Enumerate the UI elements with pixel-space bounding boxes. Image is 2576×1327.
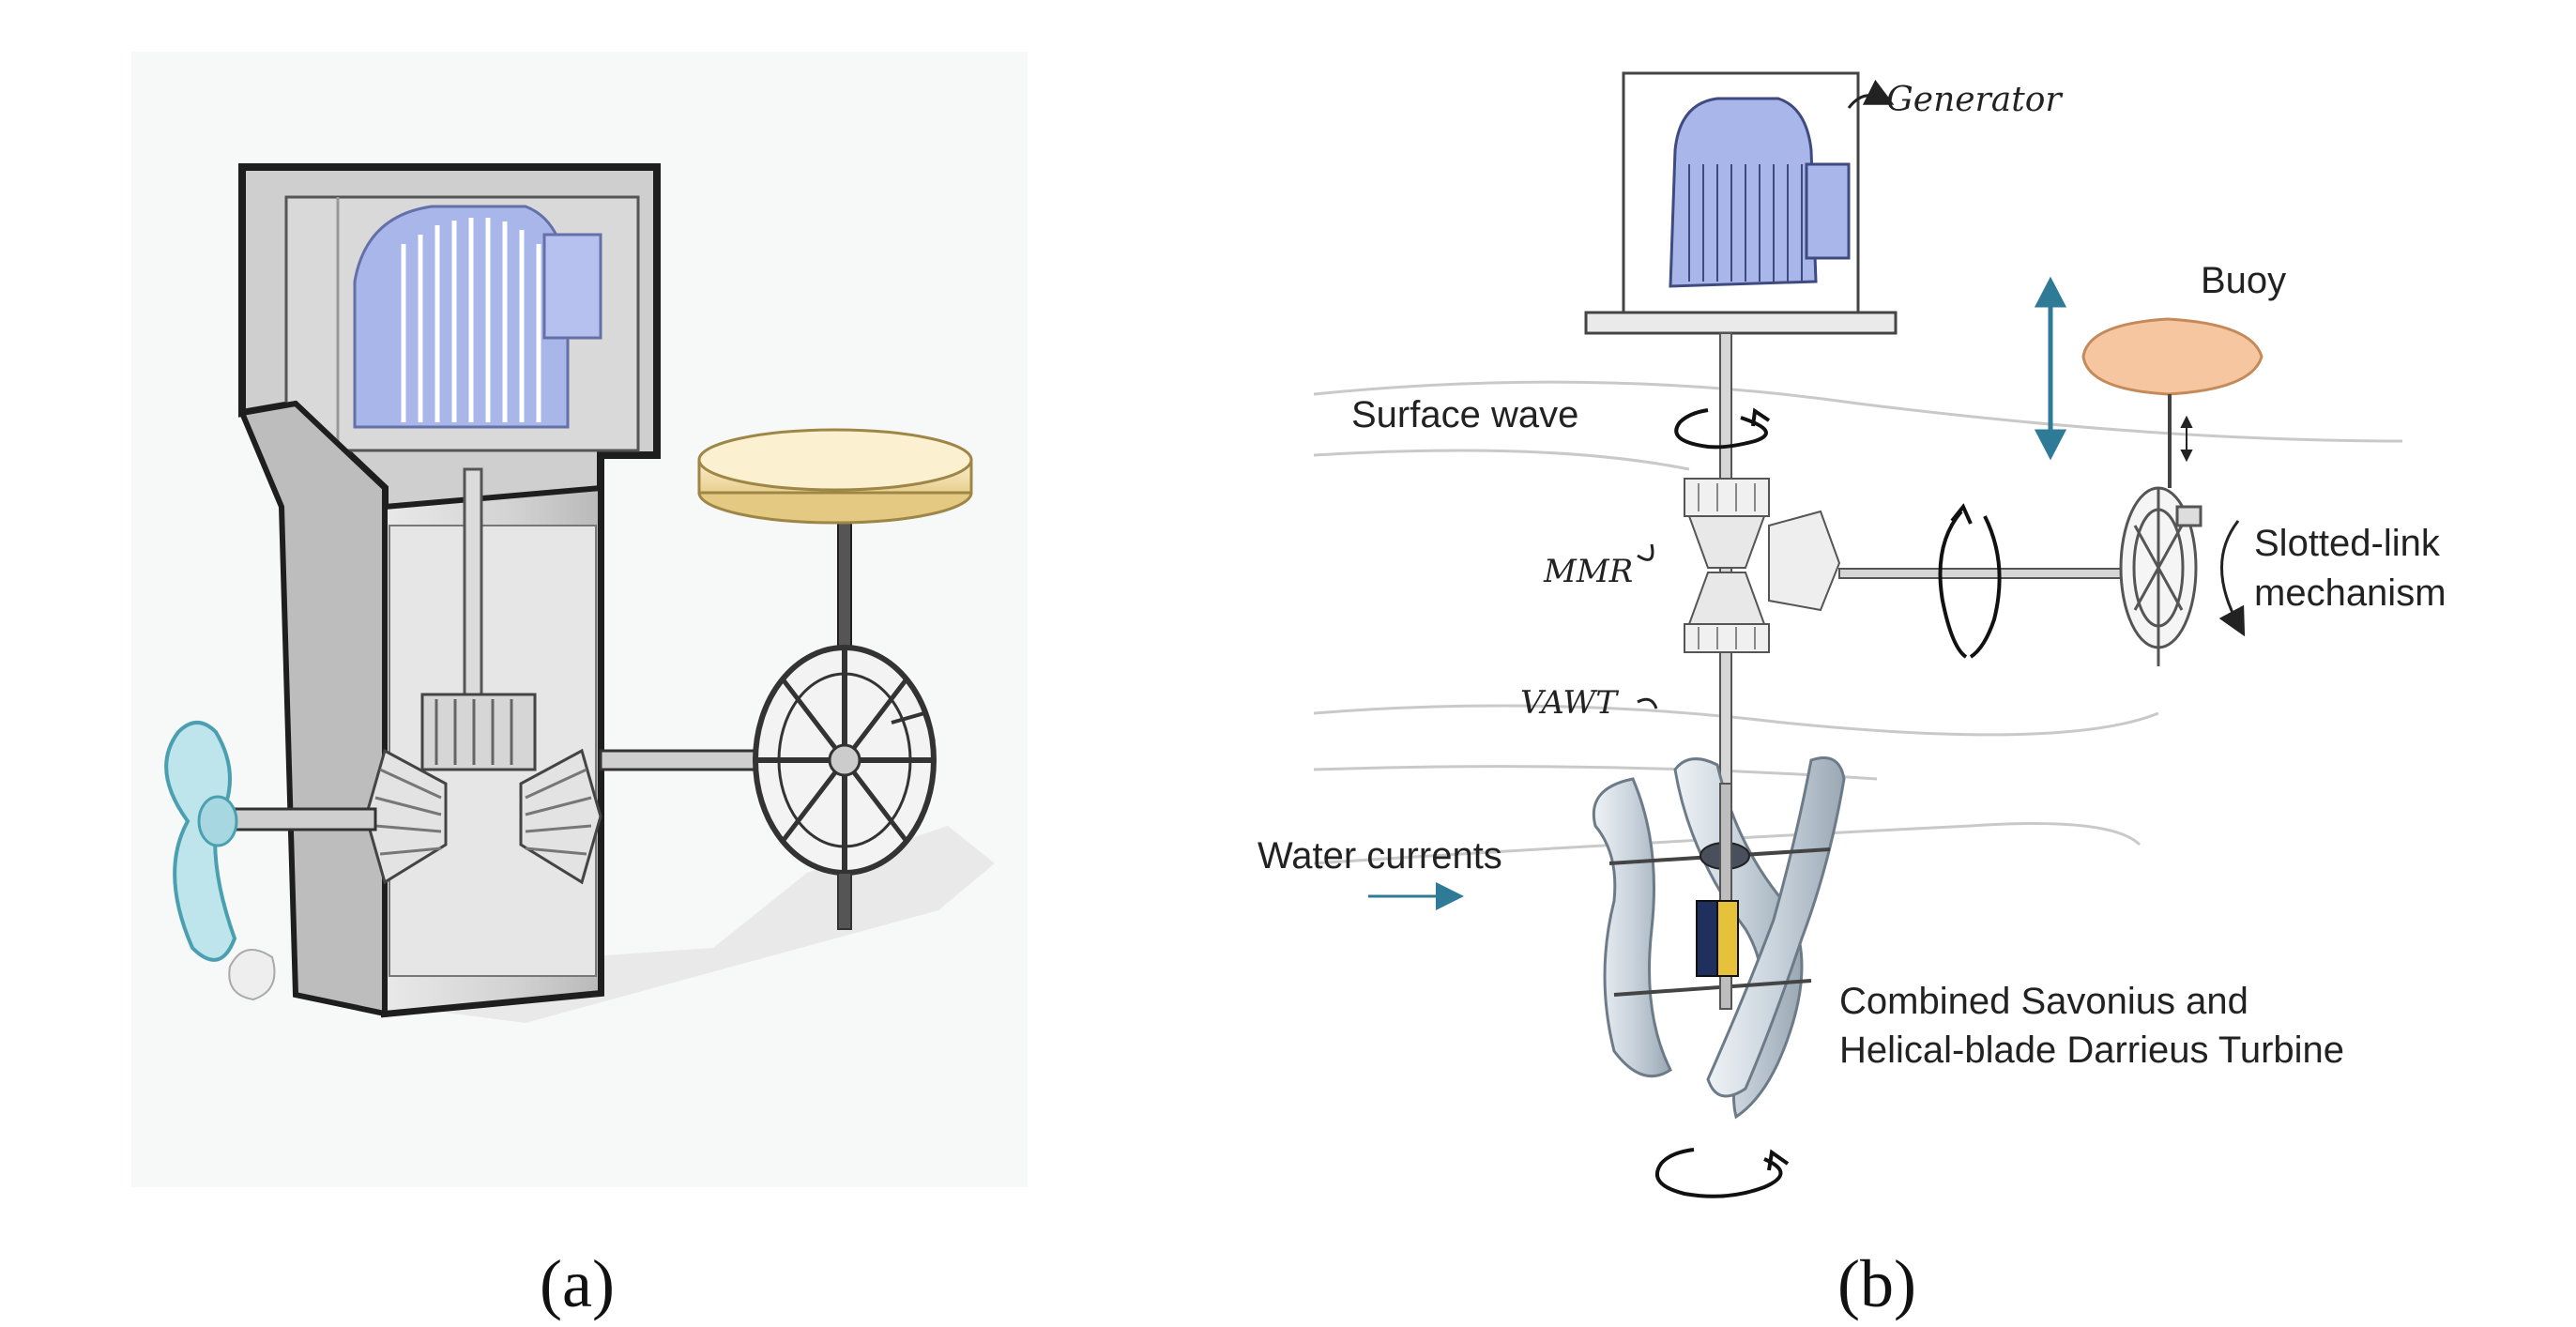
label-surface-wave: Surface wave: [1351, 394, 1578, 435]
rotation-arrow-top: [1674, 407, 1771, 450]
panel-a-illustration: (a): [131, 52, 1028, 1321]
caption-b: (b): [1837, 1246, 1916, 1321]
vertical-shaft-a: [463, 467, 483, 706]
mmr-gearbox: [1684, 478, 1841, 653]
label-mmr: MMR: [1543, 553, 1633, 590]
vawt-turbine: [1592, 756, 1846, 1120]
label-water-currents: Water currents: [1258, 835, 1502, 877]
slotted-link-mechanism: [2119, 486, 2203, 666]
generator-pointer: [1847, 79, 1895, 109]
label-generator: Generator: [1886, 81, 2063, 119]
vawt-pointer: [1637, 697, 1658, 709]
panel-b-illustration: Generator Surface wave: [1258, 71, 2446, 1321]
label-turbine-1: Combined Savonius and: [1839, 981, 2248, 1022]
horizontal-shaft-b: [1838, 568, 2150, 579]
label-buoy: Buoy: [2201, 260, 2286, 301]
mmr-pointer: [1637, 543, 1654, 561]
label-vawt: VAWT: [1520, 684, 1619, 722]
small-arrow: [2180, 415, 2193, 463]
bevel-gears-a: [364, 693, 602, 885]
label-turbine-2: Helical-blade Darrieus Turbine: [1839, 1030, 2344, 1071]
caption-a: (a): [540, 1246, 615, 1321]
propeller-a: [164, 721, 276, 1001]
generator-b: [1669, 97, 1851, 288]
slotted-link-pointer: [2218, 520, 2246, 637]
buoy-a: [697, 428, 973, 658]
label-slotted-link-2: mechanism: [2254, 572, 2446, 614]
label-slotted-link-1: Slotted-link: [2254, 523, 2441, 564]
generator-frame: [1584, 71, 1898, 335]
slotted-wheel-a: [753, 645, 937, 930]
buoy-b: [2081, 317, 2264, 488]
rotation-arrow-bottom: [1654, 1148, 1790, 1198]
water-lines: [1313, 380, 2403, 865]
heave-arrow: [2034, 276, 2067, 461]
generator-a: [353, 205, 602, 429]
rotation-arrow-horizontal: [1938, 503, 2002, 659]
